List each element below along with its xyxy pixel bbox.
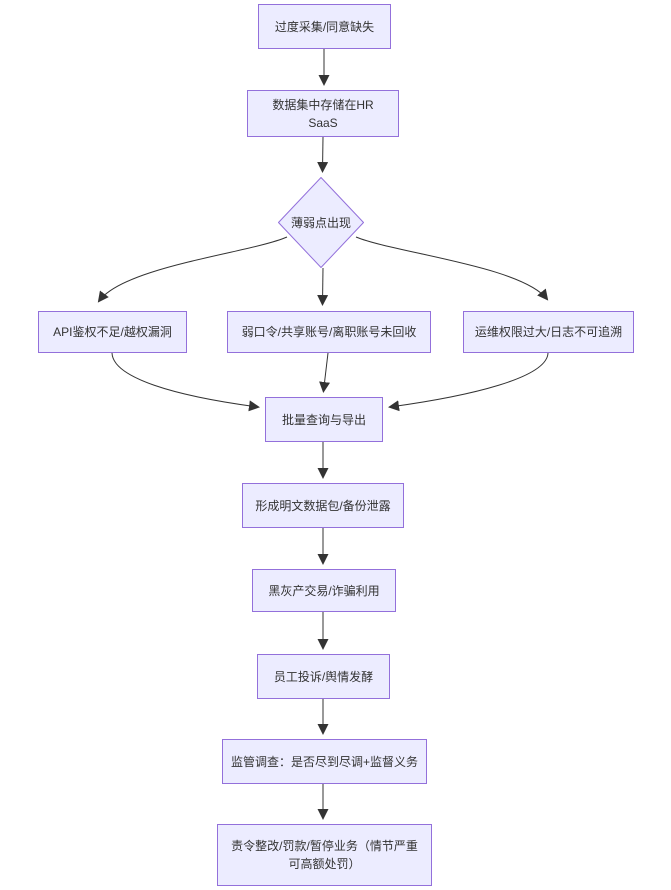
node-bulk-export: 批量查询与导出 <box>265 397 383 442</box>
node-excessive-collection-label: 过度采集/同意缺失 <box>274 19 375 34</box>
node-weak-passwords-label: 弱口令/共享账号/离职账号未回收 <box>241 325 417 339</box>
edge-accounts-export <box>319 352 331 393</box>
node-bulk-export-label: 批量查询与导出 <box>281 412 366 427</box>
node-api-auth: API鉴权不足/越权漏洞 <box>38 311 187 353</box>
node-regulatory-investigation-label: 监管调查：是否尽到尽调+监督义务 <box>231 754 419 769</box>
edge-api-export <box>111 352 260 412</box>
decision-weak-point: 薄弱点出现 <box>278 177 364 268</box>
node-penalty-label: 责令整改/罚款/暂停业务（情节严重可高额处罚） <box>231 839 418 871</box>
node-regulatory-investigation: 监管调查：是否尽到尽调+监督义务 <box>222 739 427 784</box>
node-penalty: 责令整改/罚款/暂停业务（情节严重可高额处罚） <box>217 824 432 886</box>
node-plaintext-leak: 形成明文数据包/备份泄露 <box>242 483 404 528</box>
node-api-auth-label: API鉴权不足/越权漏洞 <box>53 325 172 339</box>
node-centralized-storage-label: 数据集中存储在HR SaaS <box>272 97 374 130</box>
edge-store-weakpoint <box>317 136 329 173</box>
edge-weakpoint-api <box>97 236 288 303</box>
diamond-shape <box>278 177 364 268</box>
edge-ops-export <box>388 352 549 412</box>
node-plaintext-leak-label: 形成明文数据包/备份泄露 <box>255 498 391 513</box>
edge-weakpoint-ops <box>355 236 549 301</box>
node-black-market-label: 黑灰产交易/诈骗利用 <box>268 583 380 598</box>
edge-weakpoint-accounts <box>317 267 329 306</box>
decision-weak-point-label: 薄弱点出现 <box>290 216 351 230</box>
node-excessive-collection: 过度采集/同意缺失 <box>258 4 391 49</box>
node-centralized-storage: 数据集中存储在HR SaaS <box>247 90 399 137</box>
node-black-market: 黑灰产交易/诈骗利用 <box>252 569 396 612</box>
node-ops-privilege: 运维权限过大/日志不可追溯 <box>463 311 634 353</box>
node-weak-passwords: 弱口令/共享账号/离职账号未回收 <box>227 311 431 353</box>
node-employee-complaints-label: 员工投诉/舆情发酵 <box>273 669 374 684</box>
node-ops-privilege-label: 运维权限过大/日志不可追溯 <box>474 325 623 339</box>
node-employee-complaints: 员工投诉/舆情发酵 <box>257 654 390 699</box>
